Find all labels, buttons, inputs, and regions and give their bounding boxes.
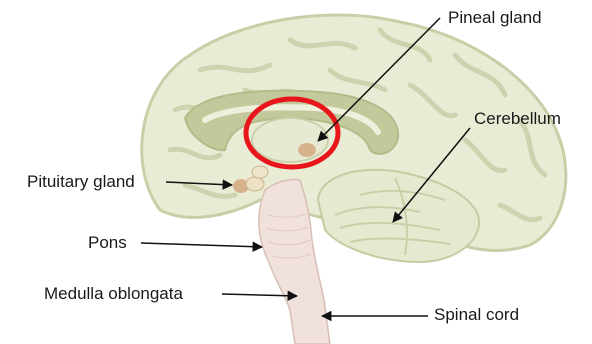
- cerebellum-label: Cerebellum: [474, 109, 561, 129]
- pituitary-gland-label: Pituitary gland: [27, 172, 135, 192]
- medulla-oblongata-label: Medulla oblongata: [44, 284, 183, 304]
- pons-leader-line: [141, 243, 262, 247]
- pineal-gland: [298, 143, 316, 157]
- pineal-gland-label: Pineal gland: [448, 8, 542, 28]
- pons-label: Pons: [88, 233, 127, 253]
- thalamus: [252, 118, 328, 162]
- spinal-cord-label: Spinal cord: [434, 305, 519, 325]
